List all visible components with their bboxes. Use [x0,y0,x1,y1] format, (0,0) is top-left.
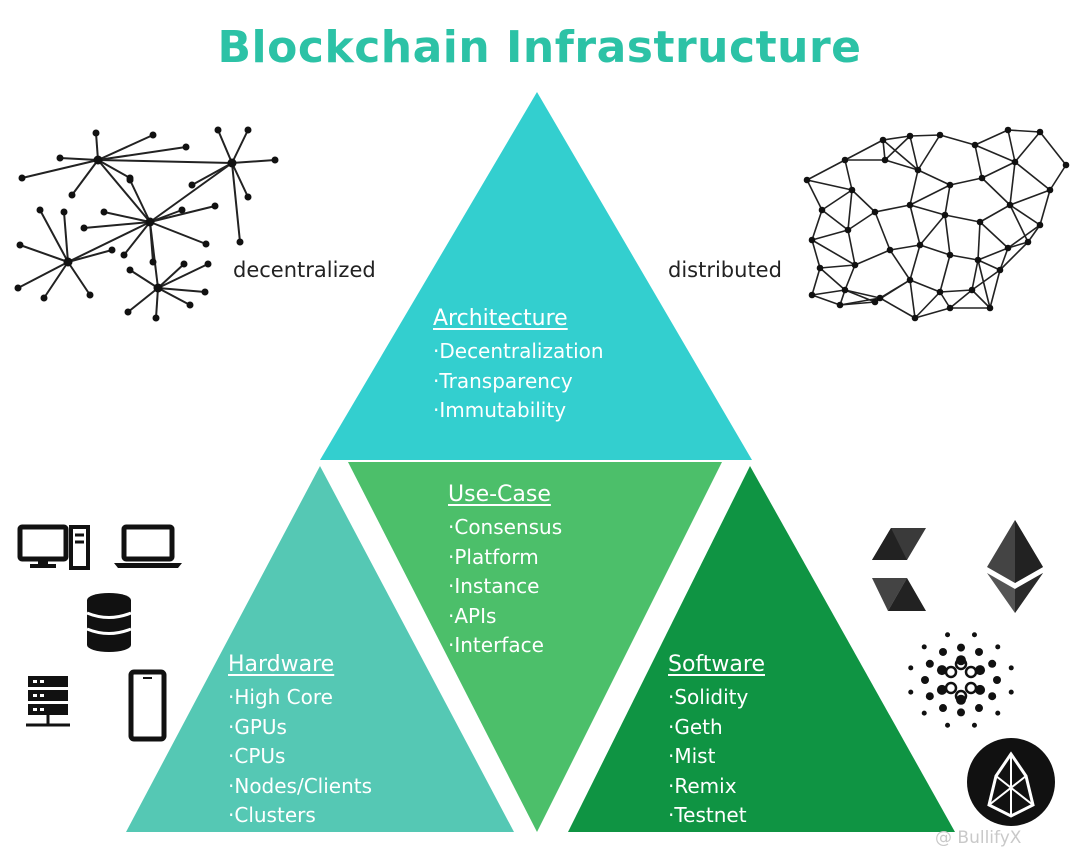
decentralized-label: decentralized [233,258,376,282]
list-item: Remix [668,772,765,802]
list-item: Decentralization [433,337,603,367]
use-case-block: Use-Case Consensus Platform Instance API… [448,482,562,661]
hardware-list: High Core GPUs CPUs Nodes/Clients Cluste… [228,683,372,831]
hardware-triangle [126,466,514,832]
use-case-list: Consensus Platform Instance APIs Interfa… [448,513,562,661]
list-item: Interface [448,631,562,661]
desktop-computer-icon [17,524,90,570]
architecture-heading: Architecture [433,306,568,331]
decentralized-network-graphic [14,126,279,322]
list-item: Consensus [448,513,562,543]
use-case-heading: Use-Case [448,482,551,507]
list-item: Nodes/Clients [228,772,372,802]
architecture-list: Decentralization Transparency Immutabili… [433,337,604,426]
list-item: Solidity [668,683,765,713]
eos-logo-icon [967,738,1055,826]
list-item: Transparency [433,367,604,397]
server-rack-icon [26,676,70,727]
software-list: Solidity Geth Mist Remix Testnet [668,683,765,831]
list-item: Mist [668,742,765,772]
smartphone-icon [128,669,167,742]
software-triangle [568,466,955,832]
software-block: Software Solidity Geth Mist Remix Testne… [668,652,765,831]
architecture-triangle [320,92,752,460]
architecture-block: Architecture Decentralization Transparen… [433,306,604,426]
ethereum-logo-icon [987,520,1043,613]
hardware-block: Hardware High Core GPUs CPUs Nodes/Clien… [228,652,372,831]
distributed-label: distributed [668,258,782,282]
list-item: Platform [448,543,562,573]
list-item: APIs [448,602,562,632]
list-item: CPUs [228,742,372,772]
watermark: @ BullifyX [935,828,1022,848]
list-item: Immutability [433,396,604,426]
list-item: GPUs [228,713,372,743]
software-heading: Software [668,652,765,677]
list-item: Geth [668,713,765,743]
list-item: Testnet [668,801,765,831]
list-item: Clusters [228,801,372,831]
cardano-logo-icon [908,632,1014,728]
page-title: Blockchain Infrastructure [217,22,862,73]
hardware-heading: Hardware [228,652,335,677]
list-item: High Core [228,683,372,713]
list-item: Instance [448,572,562,602]
database-icon [86,593,132,652]
laptop-icon [114,524,182,568]
solidity-logo-icon [872,528,926,611]
distributed-network-graphic [803,126,1070,322]
